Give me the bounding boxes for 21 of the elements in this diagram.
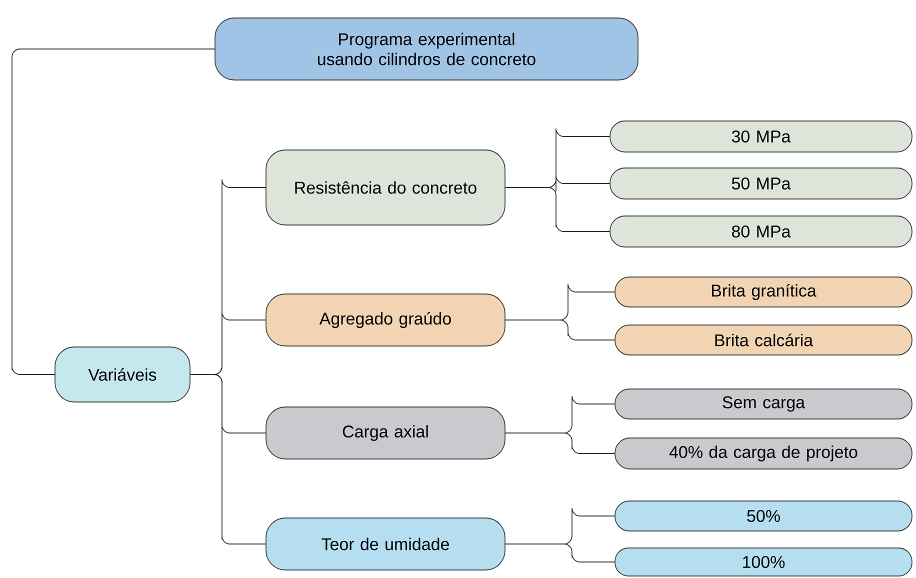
level-box: Brita granítica bbox=[614, 276, 912, 308]
level-box: 50 MPa bbox=[610, 168, 912, 200]
level-box: Brita calcária bbox=[614, 324, 912, 356]
level-box: Sem carga bbox=[614, 388, 912, 420]
connector-line bbox=[505, 187, 610, 232]
variable-box: Agregado graúdo bbox=[266, 294, 506, 346]
level-box: 80 MPa bbox=[610, 216, 912, 248]
variable-box: Teor de umidade bbox=[266, 518, 506, 570]
connector-line bbox=[12, 48, 215, 375]
topic-box: Programa experimental usando cilindros de concreto bbox=[214, 18, 638, 80]
level-box: 40% da carga de projeto bbox=[614, 438, 912, 470]
level-box: 30 MPa bbox=[610, 120, 912, 152]
connector-line bbox=[505, 432, 615, 454]
variable-box: Resistência do concreto bbox=[266, 150, 506, 226]
level-box: 50% bbox=[614, 500, 912, 532]
connector-line bbox=[505, 320, 615, 340]
level-box: 100% bbox=[614, 548, 912, 576]
variable-box: Carga axial bbox=[266, 406, 506, 460]
connector-line bbox=[190, 374, 266, 544]
connector-line bbox=[505, 544, 615, 562]
category-box: Variáveis bbox=[54, 346, 190, 402]
